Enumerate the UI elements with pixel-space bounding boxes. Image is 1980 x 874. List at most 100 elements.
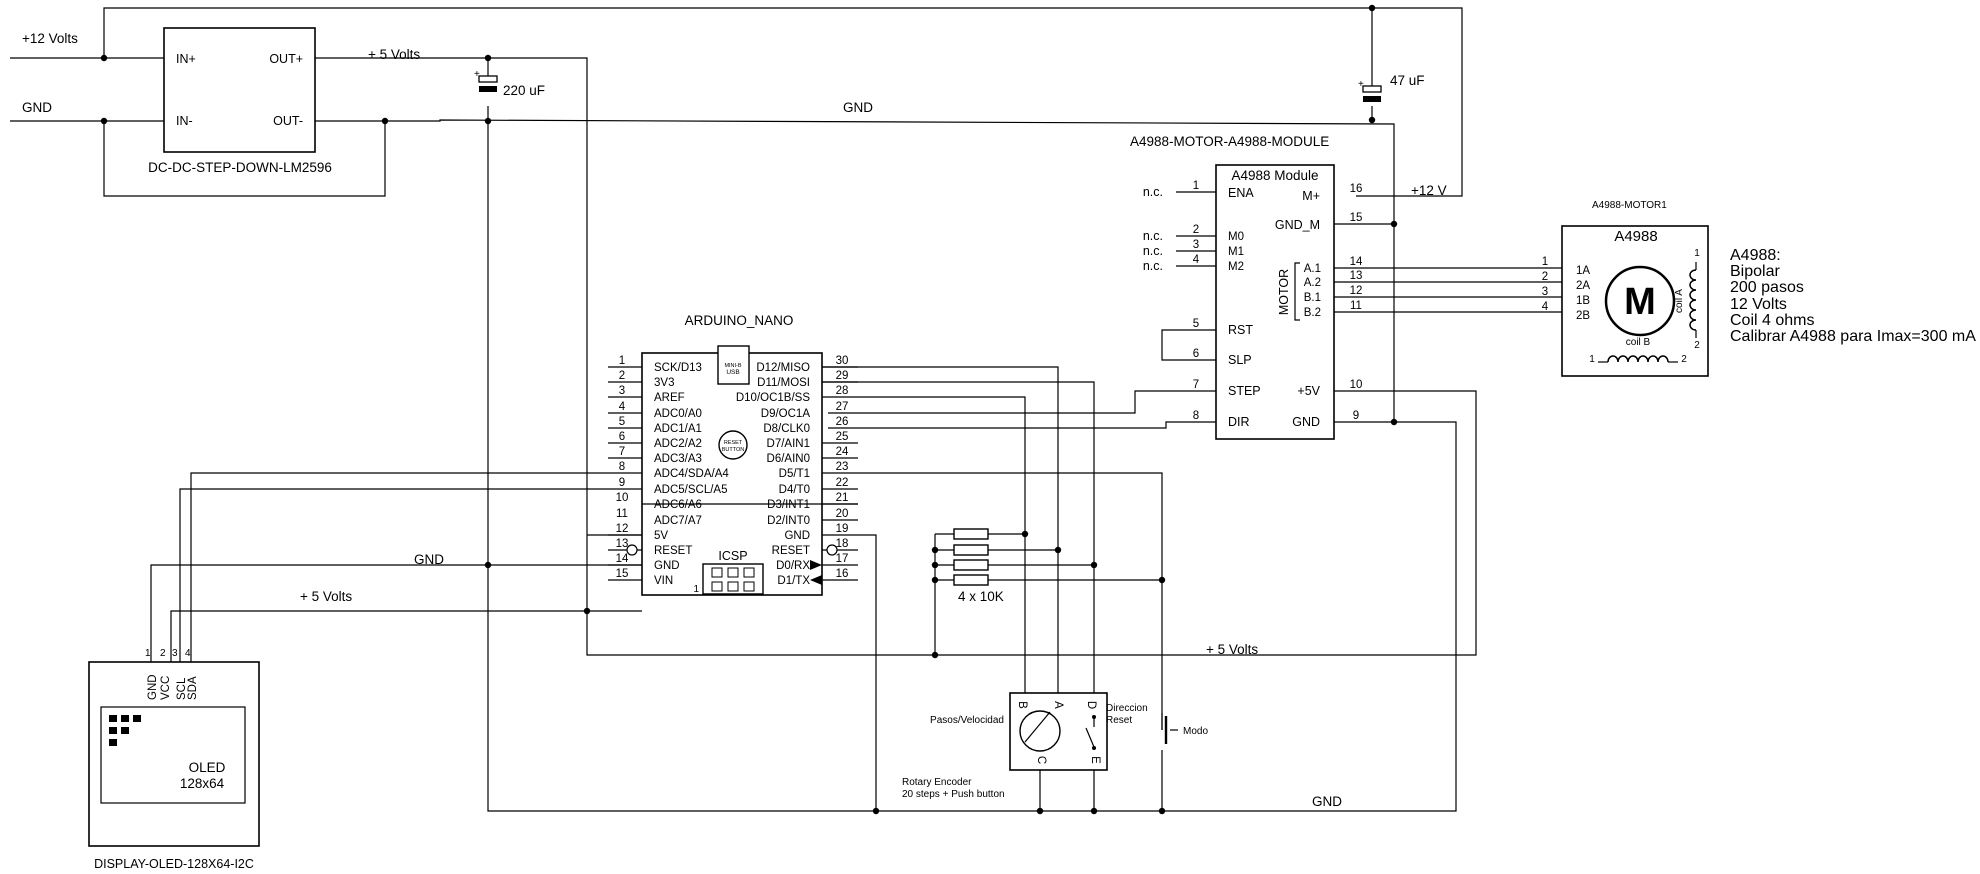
motor-pin-num: 4 <box>1542 301 1549 313</box>
nano-pin-label: D6/AIN0 <box>767 453 810 465</box>
motor-title: A4988 <box>1614 228 1657 245</box>
nano-pin-label: D0/RX <box>776 560 810 572</box>
nano-pin-num: 10 <box>616 492 629 504</box>
coil-b-label: coil B <box>1626 337 1651 348</box>
driver-pin-label: GND_M <box>1275 218 1320 232</box>
coil-a-icon <box>1689 269 1697 331</box>
oled-title: OLED <box>189 760 226 775</box>
mode-button-label: Modo <box>1183 726 1208 737</box>
a4988-driver: A4988-MOTOR-A4988-MODULE A4988 Module 1 … <box>1130 134 1363 440</box>
driver-pin-num: 5 <box>1193 318 1199 330</box>
nano-pin-num: 20 <box>836 508 849 520</box>
nano-pin-num: 19 <box>836 523 849 535</box>
net-label-gnd-in: GND <box>22 100 52 115</box>
nano-pin-num: 26 <box>836 416 849 428</box>
driver-pin-num: 7 <box>1193 379 1199 391</box>
resistor-icon <box>953 574 989 586</box>
nano-pin-num: 29 <box>836 370 849 382</box>
nano-pin-num: 9 <box>619 477 625 489</box>
driver-pin-label: DIR <box>1228 415 1250 429</box>
coil-b-pin: 2 <box>1681 354 1687 365</box>
driver-motor-group-label: MOTOR <box>1277 269 1291 315</box>
net-label-12v-in: +12 Volts <box>22 31 78 46</box>
nano-pin-num: 15 <box>616 568 629 580</box>
motor-pin-num: 2 <box>1542 271 1548 283</box>
encoder-pin-a: A <box>1052 701 1064 709</box>
nano-pin-num: 30 <box>836 355 849 367</box>
driver-pin-label: +5V <box>1297 384 1320 398</box>
driver-pin-label: RST <box>1228 323 1253 337</box>
net-label-12v-driver: +12 V <box>1411 183 1447 198</box>
nano-pin-num: 13 <box>616 538 629 550</box>
motor-note: Coil 4 ohms <box>1730 312 1814 329</box>
driver-pin-num: 3 <box>1193 239 1199 251</box>
motor-note: Calibrar A4988 para Imax=300 mA <box>1730 328 1976 345</box>
nano-pin-num: 7 <box>619 446 625 458</box>
driver-pin-num: 12 <box>1350 285 1363 297</box>
buck-converter-name: DC-DC-STEP-DOWN-LM2596 <box>148 160 332 175</box>
driver-pin-nc: n.c. <box>1143 185 1163 199</box>
driver-pin-label: M0 <box>1228 231 1244 243</box>
nano-pin-label: ADC7/A7 <box>654 515 702 527</box>
nano-pin-label: D7/AIN1 <box>767 438 810 450</box>
driver-part-name: A4988-MOTOR-A4988-MODULE <box>1130 134 1329 149</box>
usb-connector-icon <box>717 345 750 385</box>
net-labels: +12 Volts GND + 5 Volts GND +12 V GND + … <box>22 31 1447 809</box>
reset-button-icon <box>718 430 748 460</box>
nano-pin-label: ADC4/SDA/A4 <box>654 468 729 480</box>
buck-pin-in-plus: IN+ <box>176 52 196 66</box>
nano-pin-num: 14 <box>616 553 629 565</box>
nano-pin-num: 18 <box>836 538 849 550</box>
encoder-label-left: Pasos/Velocidad <box>930 715 1004 726</box>
nano-pin-label: D10/OC1B/SS <box>736 392 810 404</box>
usb-label: MINI-B <box>724 363 741 369</box>
resistors-label: 4 x 10K <box>958 589 1004 604</box>
nano-pin-num: 5 <box>619 416 625 428</box>
nano-pin-label: GND <box>654 560 680 572</box>
motor-pin-label: 2A <box>1576 280 1590 292</box>
driver-pin-nc: n.c. <box>1143 259 1163 273</box>
net-label-5v-top: + 5 Volts <box>368 47 420 62</box>
nano-pin-num: 11 <box>616 508 628 520</box>
tx-arrow-icon <box>810 575 822 585</box>
motor-symbol: M <box>1624 281 1656 323</box>
driver-pin-label: B.2 <box>1304 307 1321 319</box>
driver-title: A4988 Module <box>1231 168 1318 183</box>
buck-converter-body <box>163 27 316 153</box>
reset-button-label: RESET <box>724 440 743 446</box>
motor-pin-num: 3 <box>1542 286 1548 298</box>
driver-pin-label: SLP <box>1228 353 1252 367</box>
nano-pin-label: AREF <box>654 392 685 404</box>
coil-a-label: coil A <box>1674 289 1685 313</box>
oled-pin-num: 1 <box>145 648 151 659</box>
nano-pin-num: 27 <box>836 401 849 413</box>
coil-a-pin: 2 <box>1694 340 1700 351</box>
nano-pin-label: ADC0/A0 <box>654 408 702 420</box>
oled-pin-label: SDA <box>187 676 199 700</box>
nano-pin-label: RESET <box>654 545 692 557</box>
net-label-gnd-bottom: GND <box>1312 794 1342 809</box>
icsp-pin-one: 1 <box>693 584 699 595</box>
buck-pin-out-minus: OUT- <box>273 114 303 128</box>
driver-pin-num: 11 <box>1350 300 1362 312</box>
motor-note: 200 pasos <box>1730 279 1804 296</box>
nano-pin-label: ADC3/A3 <box>654 453 702 465</box>
nano-left-pins: 1SCK/D1323V33AREF4ADC0/A05ADC1/A16ADC2/A… <box>616 355 730 587</box>
driver-pin-label: B.1 <box>1304 292 1321 304</box>
coil-a-pin: 1 <box>1694 248 1700 259</box>
motor-circle-icon <box>1604 265 1676 337</box>
encoder-label-right: Reset <box>1106 715 1132 726</box>
driver-pin-num: 15 <box>1350 212 1363 224</box>
motor-pin-label: 2B <box>1576 310 1590 322</box>
driver-pin-num: 10 <box>1350 379 1363 391</box>
driver-pin-num: 16 <box>1350 183 1363 195</box>
net-label-gnd-top: GND <box>843 100 873 115</box>
encoder-label-right: Direccion <box>1106 703 1148 714</box>
oled-pin-label: SCL <box>176 677 188 700</box>
nano-pin-label: 3V3 <box>654 377 674 389</box>
nano-pin-label: D4/T0 <box>779 484 810 496</box>
driver-body <box>1215 164 1335 440</box>
nano-pin-num: 8 <box>619 461 625 473</box>
buck-pin-out-plus: OUT+ <box>269 52 303 66</box>
